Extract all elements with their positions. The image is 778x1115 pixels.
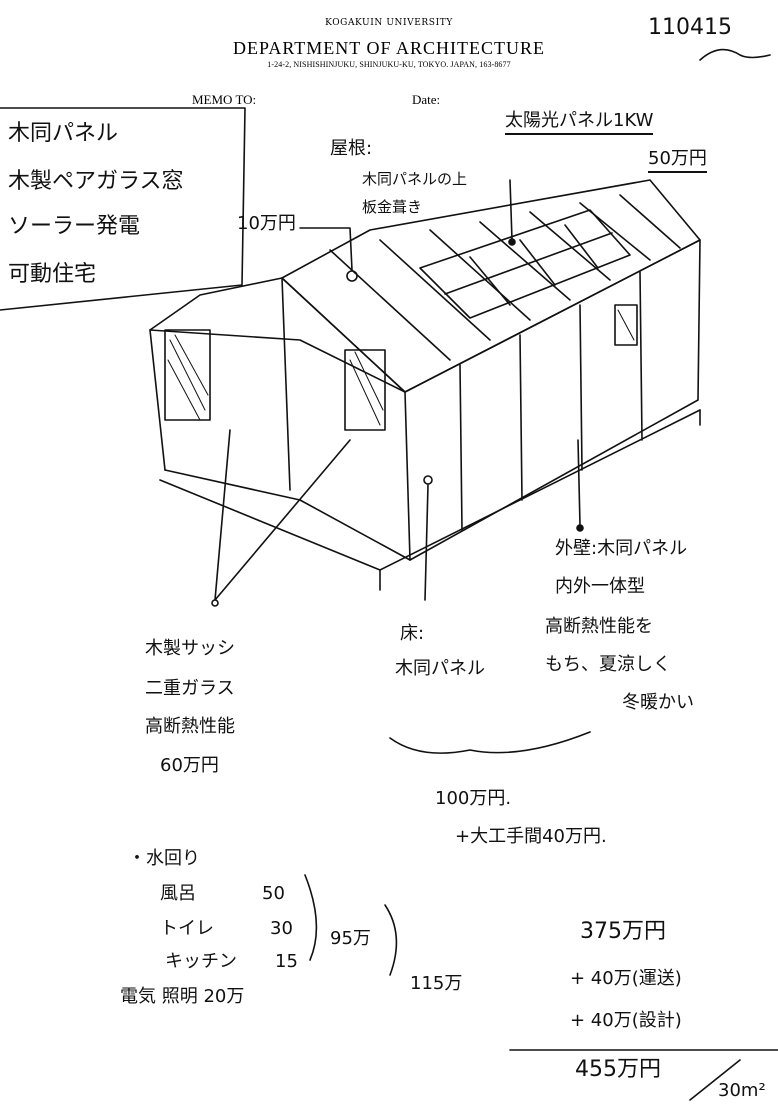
solar-note-cost: 50万円 [648, 149, 707, 173]
box-note-line-3: ソーラー発電 [8, 214, 141, 239]
university-address: 1-24-2, NISHISHINJUKU, SHINJUKU-KU, TOKY… [267, 60, 511, 69]
subtotal-brace [385, 905, 396, 975]
memo-to-label: MEMO TO: [192, 92, 257, 107]
solar-note-title: 太陽光パネル1KW [505, 111, 654, 135]
sum-add-1: + 40万(運送) [570, 968, 682, 989]
sum-add-2: + 40万(設計) [570, 1010, 682, 1031]
floor-note-title: 床: [400, 623, 425, 644]
window-note-line-1: 木製サッシ [145, 638, 235, 659]
solar-panel [420, 210, 630, 318]
water-subtotal: 95万 [330, 928, 371, 949]
wall-note-line-3: 高断熱性能を [545, 616, 653, 637]
signature-stroke [700, 50, 770, 60]
water-item-1-value: 50 [262, 883, 285, 904]
solar-leader [510, 180, 512, 240]
floor-note-line: 木同パネル [395, 658, 485, 679]
wall-note-line-5: 冬暖かい [622, 692, 694, 713]
water-item-1-label: 風呂 [160, 883, 196, 904]
water-item-3-value: 15 [275, 951, 298, 972]
corner-note: 110415 [648, 15, 732, 40]
sum-base: 375万円 [580, 919, 666, 944]
window-note-cost: 60万円 [160, 755, 219, 776]
window-note-line-2: 二重ガラス [145, 678, 235, 699]
gable-left [150, 278, 282, 470]
water-item-3-label: キッチン [165, 951, 237, 972]
cost-note-line-2: +大工手間40万円. [455, 826, 607, 847]
sum-area: 30m² [718, 1080, 766, 1101]
memo-box-outline [0, 108, 245, 310]
window-side [615, 305, 637, 345]
date-label: Date: [412, 92, 441, 107]
university-name: KOGAKUIN UNIVERSITY [325, 18, 453, 28]
roof-note-line-2: 板金葺き [362, 198, 423, 216]
window-front [345, 350, 385, 430]
side-wall [405, 240, 700, 560]
cost-brace [390, 732, 590, 753]
water-item-2-label: トイレ [160, 918, 214, 939]
water-brace [305, 875, 316, 960]
box-note-line-2: 木製ペアガラス窓 [8, 169, 184, 194]
water-title: ・水回り [128, 848, 200, 869]
window-leader [215, 430, 350, 600]
box-note-line-4: 可動住宅 [8, 262, 97, 287]
wall-note-line-4: もち、夏涼しく [545, 654, 671, 675]
roof-cost: 10万円 [237, 213, 296, 234]
wall-note-line-2: 内外一体型 [555, 576, 645, 597]
department-title: DEPARTMENT OF ARCHITECTURE [233, 38, 545, 58]
per-area-slash [690, 1060, 740, 1100]
cost-note-line-1: 100万円. [435, 788, 512, 809]
water-item-2-value: 30 [270, 918, 293, 939]
electric-note: 電気 照明 20万 [120, 986, 245, 1007]
wall-note-line-1: 外壁:木同パネル [555, 538, 688, 559]
window-left [165, 330, 210, 420]
roof-note-line-1: 木同パネルの上 [362, 170, 468, 188]
box-note-line-1: 木同パネル [8, 121, 119, 146]
roof-leader [300, 228, 352, 270]
wall-leader [578, 440, 580, 525]
water-total: 115万 [410, 973, 463, 994]
roof-note-title: 屋根: [330, 138, 373, 159]
sum-total: 455万円 [575, 1057, 661, 1082]
window-note-line-3: 高断熱性能 [145, 716, 235, 737]
floor-leader [425, 485, 428, 600]
